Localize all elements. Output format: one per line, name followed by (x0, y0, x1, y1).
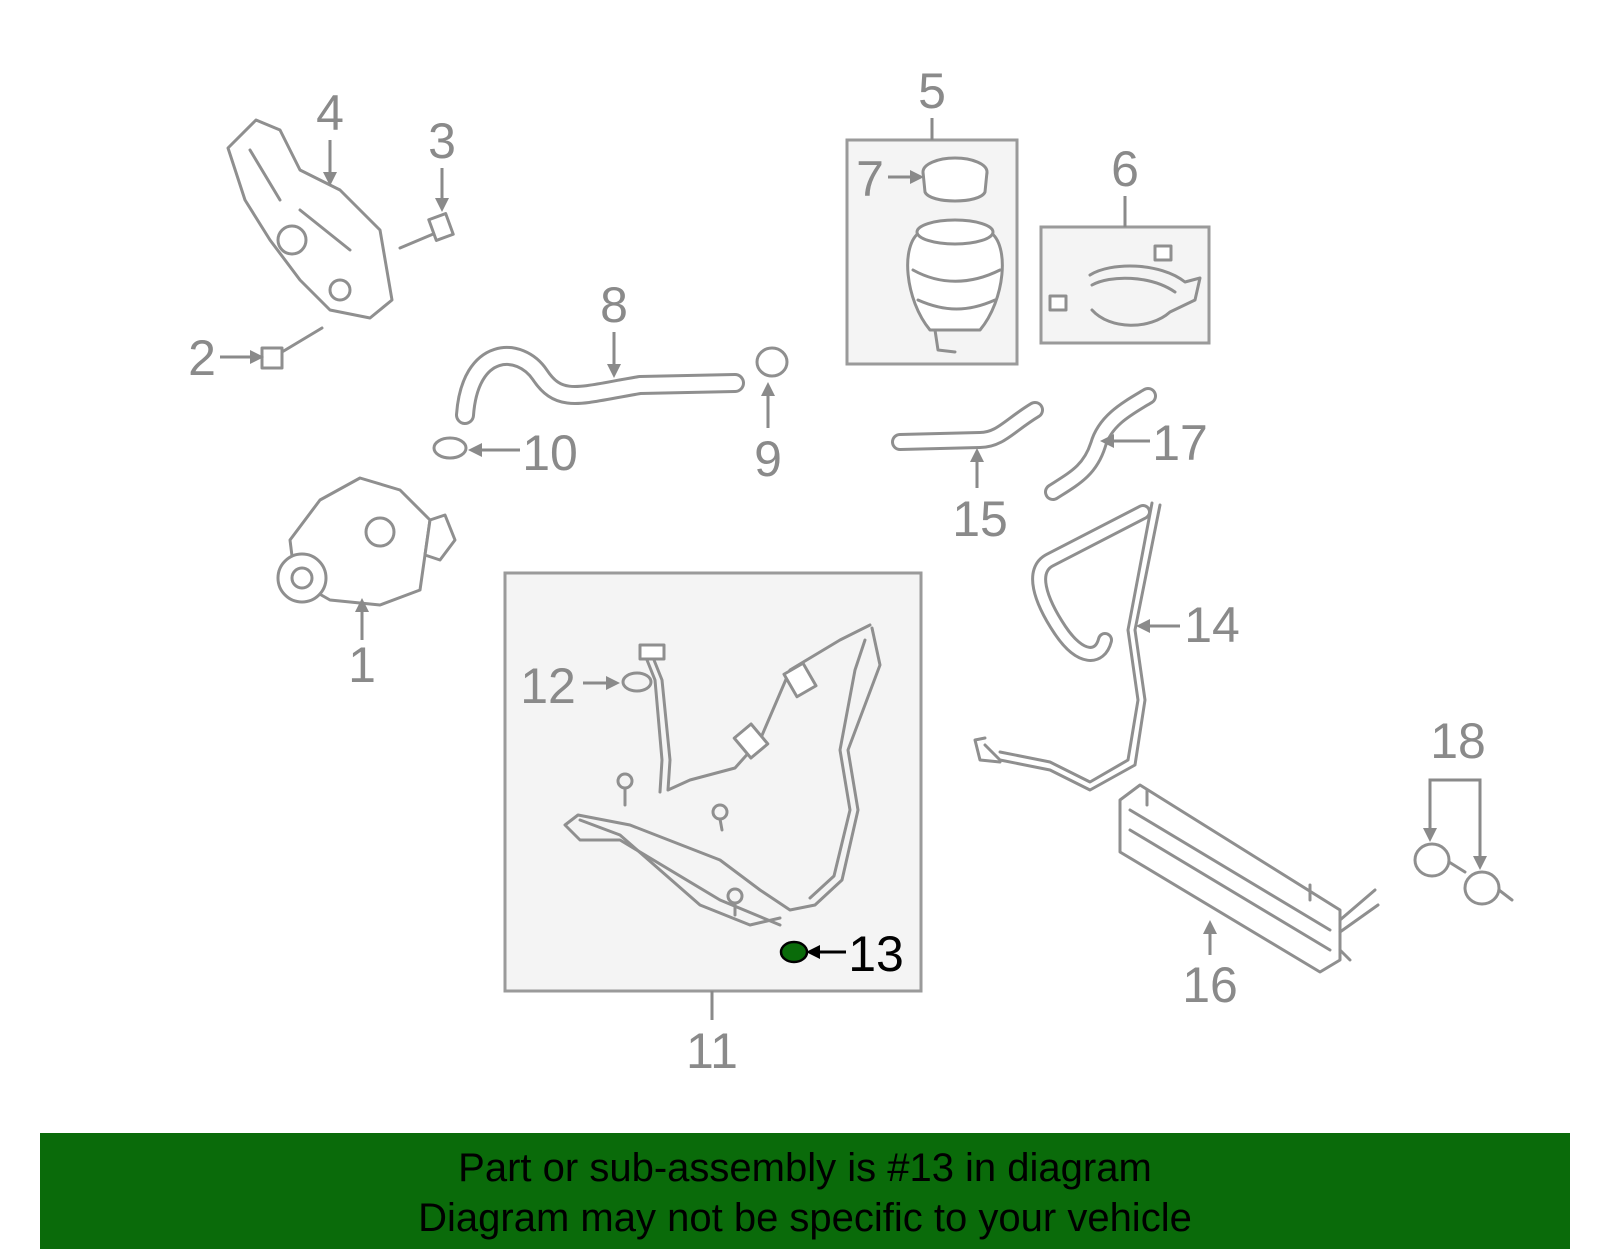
callout-2[interactable]: 2 (188, 330, 216, 386)
callout-15[interactable]: 15 (952, 491, 1008, 547)
callout-1[interactable]: 1 (348, 637, 376, 693)
part-1-pump (276, 476, 457, 607)
callout-6[interactable]: 6 (1111, 141, 1139, 197)
callout-16[interactable]: 16 (1182, 957, 1238, 1013)
callout-18[interactable]: 18 (1430, 713, 1486, 769)
callout-11[interactable]: 11 (686, 1023, 738, 1079)
part-15-hose (891, 401, 1044, 451)
callout-14[interactable]: 14 (1184, 597, 1240, 653)
part-5-reservoir (906, 218, 1004, 354)
part-10-clamp (432, 436, 468, 460)
callout-9[interactable]: 9 (754, 431, 782, 487)
callout-7[interactable]: 7 (856, 151, 884, 207)
callout-8[interactable]: 8 (600, 277, 628, 333)
callout-13-highlighted[interactable]: 13 (848, 926, 904, 982)
part-7-cap (921, 156, 989, 203)
callout-10[interactable]: 10 (522, 425, 578, 481)
callout-5[interactable]: 5 (918, 63, 946, 119)
info-banner: Part or sub-assembly is #13 in diagram D… (40, 1133, 1570, 1249)
callout-12[interactable]: 12 (520, 658, 576, 714)
part-2-bolt (260, 326, 324, 370)
part-16-cooler (1118, 783, 1380, 974)
banner-line-2: Diagram may not be specific to your vehi… (418, 1196, 1192, 1240)
part-17-hose (1044, 387, 1157, 501)
part-9-clamp (755, 346, 789, 378)
callout-labels: 1 2 3 4 5 6 7 8 9 10 11 12 13 14 15 16 1… (188, 63, 1486, 1079)
part-18-clamps (1413, 842, 1514, 906)
part-8-hose (455, 346, 745, 425)
callout-3[interactable]: 3 (428, 113, 456, 169)
banner-line-1: Part or sub-assembly is #13 in diagram (458, 1146, 1152, 1190)
part-3-bolt (398, 212, 455, 250)
group-box-11 (503, 571, 923, 993)
part-12-o-ring (621, 671, 653, 693)
callout-4[interactable]: 4 (316, 85, 344, 141)
leader-lines (220, 118, 1487, 1020)
part-6-bracket (1048, 244, 1202, 327)
callout-17[interactable]: 17 (1152, 415, 1208, 471)
part-11-hose-assembly (563, 623, 882, 927)
parts-diagram: 1 2 3 4 5 6 7 8 9 10 11 12 13 14 15 16 1… (188, 63, 1514, 1079)
part-14-line (973, 501, 1162, 792)
part-4-bracket (226, 118, 394, 320)
part-13-seal-highlighted[interactable] (779, 940, 809, 964)
